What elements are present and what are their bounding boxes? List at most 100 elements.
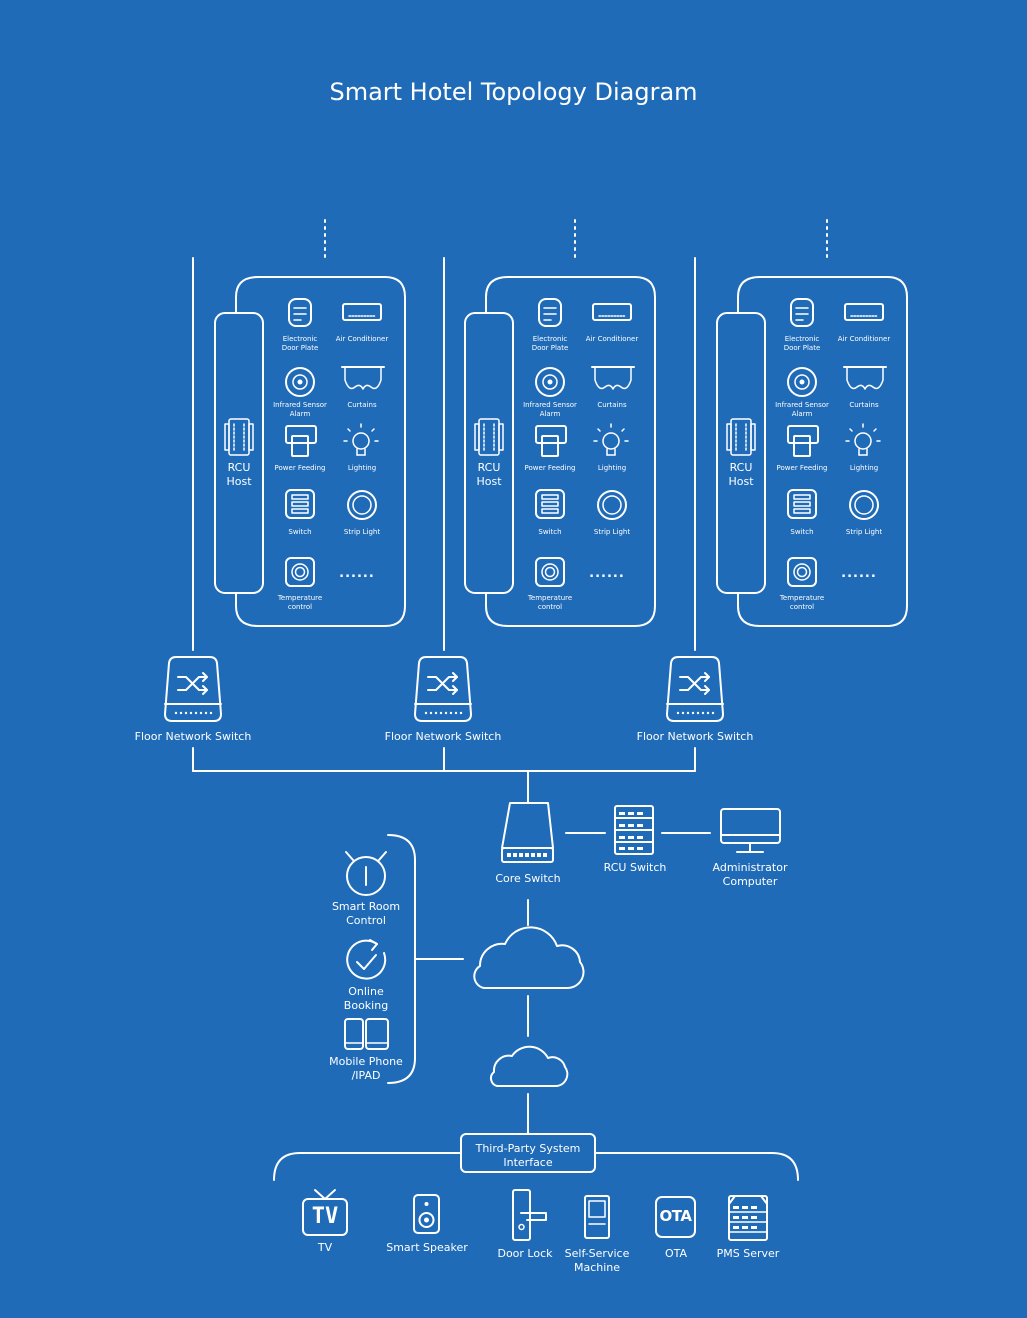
device-label-infrared-sensor-alarm: Infrared Sensor Alarm bbox=[775, 401, 829, 418]
device-label-infrared-sensor-alarm: Infrared Sensor Alarm bbox=[523, 401, 577, 418]
floor-switch-label: Floor Network Switch bbox=[134, 730, 252, 743]
floor-switch-label: Floor Network Switch bbox=[384, 730, 502, 743]
device-label-curtains: Curtains bbox=[849, 401, 879, 409]
rcu-host-label: RCU Host bbox=[476, 461, 502, 488]
diagram-title: Smart Hotel Topology Diagram bbox=[329, 78, 698, 106]
rcu-module-icon bbox=[726, 418, 756, 456]
power-feeding-icon bbox=[285, 425, 317, 457]
device-label-air-conditioner: Air Conditioner bbox=[585, 335, 639, 343]
temperature-control-icon bbox=[285, 557, 315, 587]
device-label-temperature-control: Temperature control bbox=[779, 594, 825, 611]
infrared-sensor-icon bbox=[535, 367, 565, 397]
device-label-temperature-control: Temperature control bbox=[277, 594, 323, 611]
door-plate-icon bbox=[538, 298, 562, 327]
pms-server-label: PMS Server bbox=[716, 1247, 780, 1260]
door-lock-icon bbox=[512, 1189, 547, 1241]
tv-icon bbox=[302, 1189, 348, 1236]
smart-speaker-label: Smart Speaker bbox=[386, 1241, 468, 1254]
door-plate-icon bbox=[288, 298, 312, 327]
floor-backbone bbox=[192, 257, 696, 803]
rcu-host-label: RCU Host bbox=[226, 461, 252, 488]
floor-switch-label: Floor Network Switch bbox=[636, 730, 754, 743]
switch-panel-icon bbox=[535, 489, 565, 519]
switch-panel-icon bbox=[285, 489, 315, 519]
infrared-sensor-icon bbox=[787, 367, 817, 397]
infrared-sensor-icon bbox=[285, 367, 315, 397]
online-booking-label: Online Booking bbox=[343, 985, 389, 1012]
switch-panel-icon bbox=[787, 489, 817, 519]
power-feeding-icon bbox=[535, 425, 567, 457]
light-bulb-icon bbox=[845, 423, 881, 456]
rcu-host-label: RCU Host bbox=[728, 461, 754, 488]
device-label-power-feeding: Power Feeding bbox=[274, 464, 326, 472]
device-label-electronic-door-plate: Electronic Door Plate bbox=[783, 335, 821, 352]
online-booking-icon bbox=[346, 939, 387, 980]
core-connections bbox=[273, 832, 799, 1181]
third-party-label: Third-Party System Interface bbox=[475, 1142, 581, 1169]
device-label-electronic-door-plate: Electronic Door Plate bbox=[281, 335, 319, 352]
device-label-air-conditioner: Air Conditioner bbox=[837, 335, 891, 343]
pms-server-icon bbox=[728, 1195, 768, 1241]
temperature-control-icon bbox=[787, 557, 817, 587]
device-label-strip-light: Strip Light bbox=[845, 528, 883, 536]
device-label-switch: Switch bbox=[790, 528, 814, 536]
curtains-icon bbox=[843, 366, 887, 390]
smart-room-control-icon bbox=[345, 851, 387, 896]
device-label-air-conditioner: Air Conditioner bbox=[335, 335, 389, 343]
device-label-power-feeding: Power Feeding bbox=[524, 464, 576, 472]
device-label-strip-light: Strip Light bbox=[343, 528, 381, 536]
admin-computer-label: Administrator Computer bbox=[712, 861, 788, 888]
curtains-icon bbox=[341, 366, 385, 390]
tv-label: TV bbox=[317, 1241, 333, 1254]
more-devices-ellipsis: ...... bbox=[339, 566, 375, 581]
device-label-temperature-control: Temperature control bbox=[527, 594, 573, 611]
speaker-icon bbox=[413, 1194, 440, 1234]
mobile-phone-label: Mobile Phone /IPAD bbox=[329, 1055, 403, 1082]
cloud-icon bbox=[473, 926, 585, 989]
mobile-phone-icon bbox=[344, 1018, 389, 1050]
air-conditioner-icon bbox=[592, 303, 632, 321]
cloud-small-icon bbox=[490, 1045, 569, 1087]
device-label-curtains: Curtains bbox=[347, 401, 377, 409]
device-label-lighting: Lighting bbox=[347, 464, 377, 472]
ota-icon bbox=[655, 1196, 696, 1238]
device-label-switch: Switch bbox=[288, 528, 312, 536]
smart-room-control-label: Smart Room Control bbox=[331, 900, 401, 927]
self-service-machine-label: Self-Service Machine bbox=[564, 1247, 630, 1274]
door-plate-icon bbox=[790, 298, 814, 327]
device-label-curtains: Curtains bbox=[597, 401, 627, 409]
tv-icon-text: TV bbox=[311, 1204, 339, 1229]
ota-icon-text: OTA bbox=[659, 1207, 692, 1225]
device-label-lighting: Lighting bbox=[597, 464, 627, 472]
device-label-infrared-sensor-alarm: Infrared Sensor Alarm bbox=[273, 401, 327, 418]
device-label-electronic-door-plate: Electronic Door Plate bbox=[531, 335, 569, 352]
power-feeding-icon bbox=[787, 425, 819, 457]
air-conditioner-icon bbox=[844, 303, 884, 321]
strip-light-icon bbox=[849, 490, 879, 520]
device-label-switch: Switch bbox=[538, 528, 562, 536]
ota-label: OTA bbox=[664, 1247, 688, 1260]
strip-light-icon bbox=[597, 490, 627, 520]
core-switch-label: Core Switch bbox=[495, 872, 561, 885]
rcu-switch-label: RCU Switch bbox=[603, 861, 667, 874]
curtains-icon bbox=[591, 366, 635, 390]
light-bulb-icon bbox=[343, 423, 379, 456]
device-label-power-feeding: Power Feeding bbox=[776, 464, 828, 472]
rcu-module-icon bbox=[474, 418, 504, 456]
door-lock-label: Door Lock bbox=[497, 1247, 553, 1260]
light-bulb-icon bbox=[593, 423, 629, 456]
more-devices-ellipsis: ...... bbox=[841, 566, 877, 581]
